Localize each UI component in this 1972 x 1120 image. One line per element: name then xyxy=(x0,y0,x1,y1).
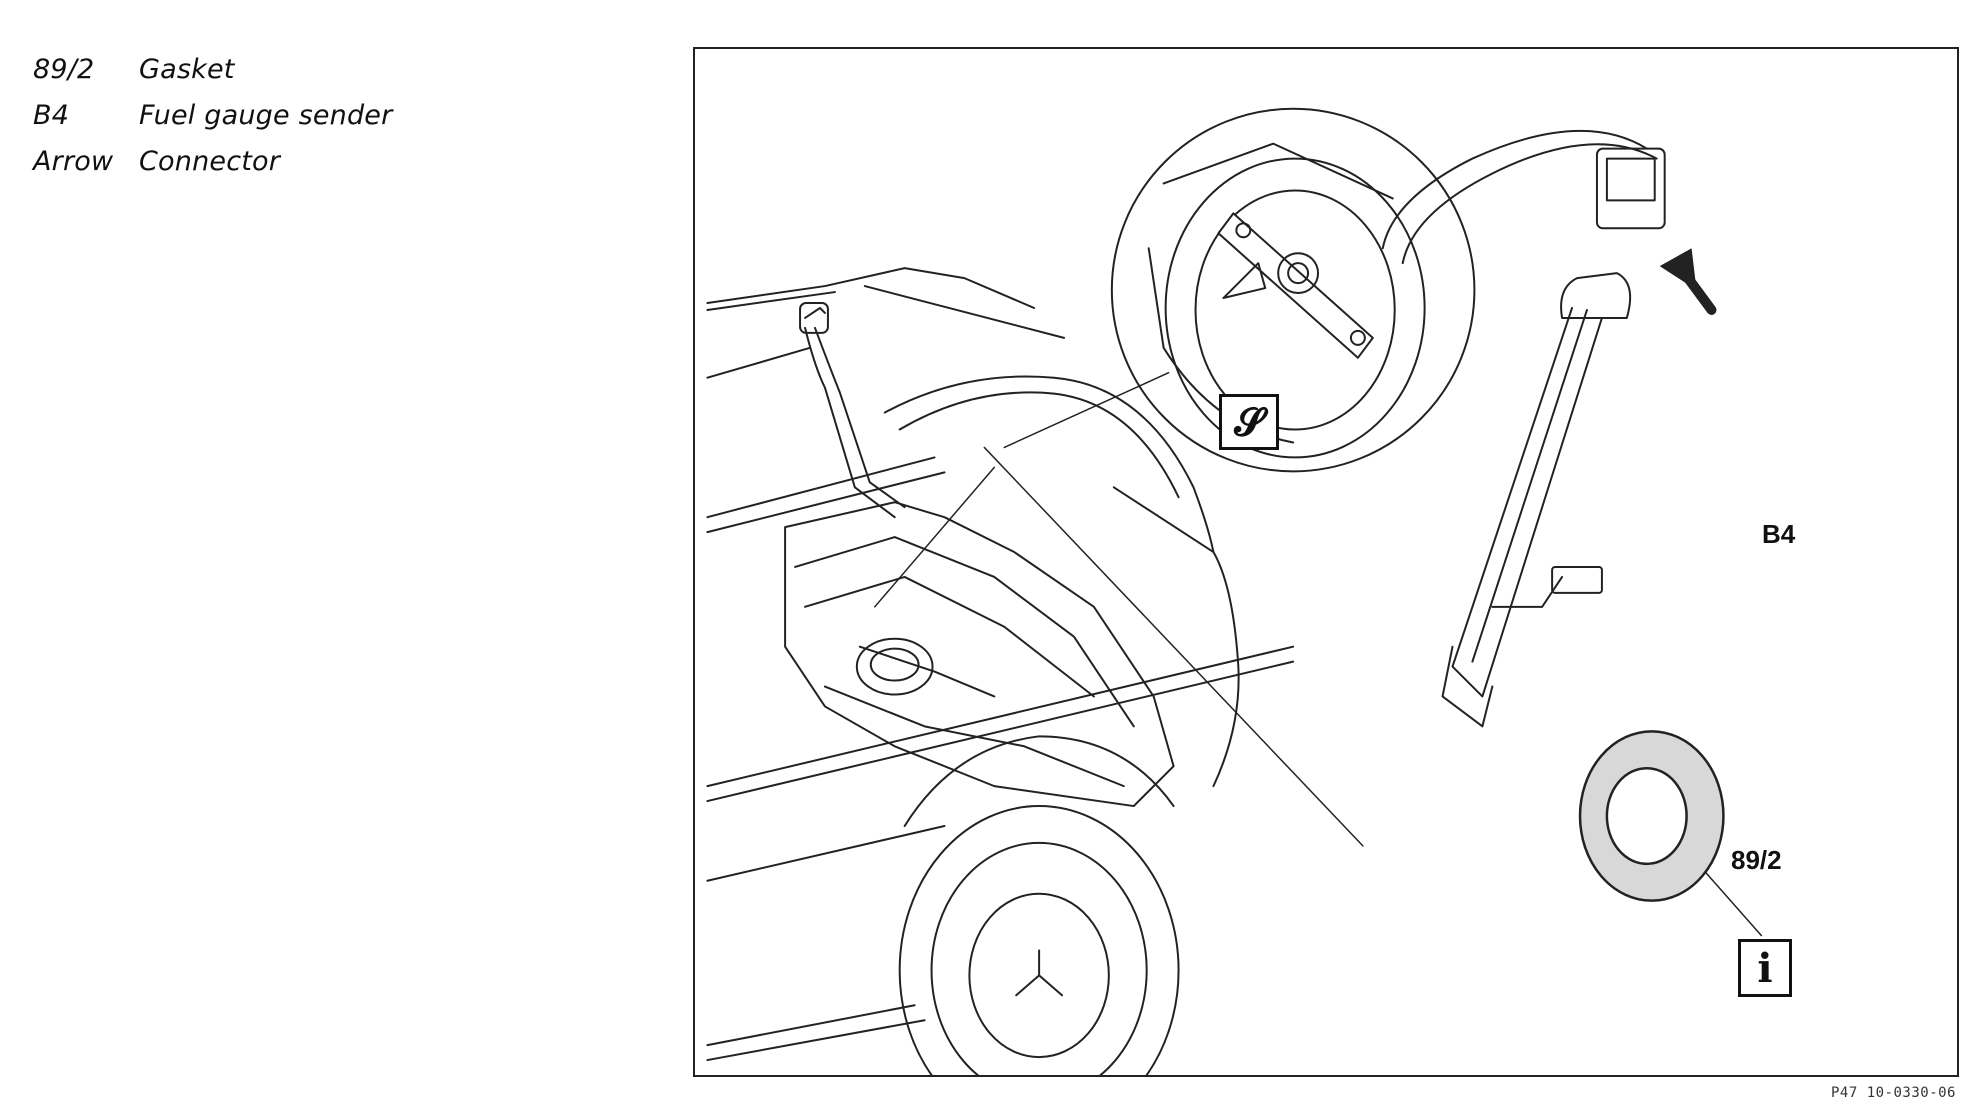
callout-b4: B4 xyxy=(1762,519,1796,549)
legend-row-gasket: 89/2 Gasket xyxy=(33,46,392,92)
fuel-gauge-sender xyxy=(1381,129,1666,728)
car-body-outline xyxy=(706,267,1295,1062)
legend-code: Arrow xyxy=(33,145,114,177)
figure-id: P47 10-0330-06 xyxy=(1830,1085,1956,1101)
gasket-ring xyxy=(1578,730,1725,902)
fuel-tank-diagram xyxy=(706,107,1763,1075)
legend-description: Connector xyxy=(139,145,281,177)
info-icon: i xyxy=(1738,939,1792,997)
detail-circle xyxy=(1110,107,1476,473)
legend: 89/2 Gasket B4 Fuel gauge sender Arrow C… xyxy=(33,46,392,184)
legend-code: 89/2 xyxy=(33,53,95,85)
legend-row-connector: Arrow Connector xyxy=(33,138,392,184)
legend-description: Fuel gauge sender xyxy=(139,99,393,131)
legend-row-fuel-gauge-sender: B4 Fuel gauge sender xyxy=(33,92,392,138)
legend-code: B4 xyxy=(33,99,70,131)
legend-description: Gasket xyxy=(139,53,235,85)
fuel-tank xyxy=(784,302,1175,808)
callout-89-2: 89/2 xyxy=(1731,845,1782,875)
rear-wheel xyxy=(898,735,1180,1075)
diagram-frame: B4 89/2 𝓢 i xyxy=(693,47,1959,1077)
connector-arrow xyxy=(1659,248,1717,315)
special-tool-icon: 𝓢 xyxy=(1219,394,1279,450)
